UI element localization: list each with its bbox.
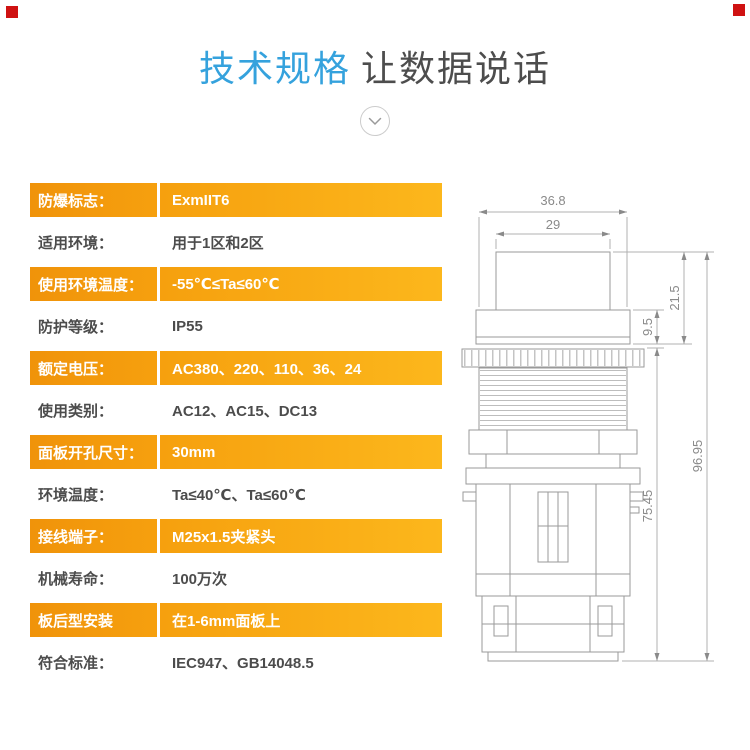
table-row: 符合标准： IEC947、GB14048.5 — [30, 645, 442, 679]
page-title: 技术规格让数据说话 — [0, 40, 750, 92]
spec-label: 防护等级： — [38, 318, 114, 336]
spec-label: 环境温度： — [38, 486, 114, 504]
spec-value: 在1-6mm面板上 — [160, 603, 442, 637]
spec-value: 30mm — [160, 435, 442, 469]
spec-label: 使用类别： — [38, 402, 114, 420]
spec-value: Ta≤40℃、Ta≤60℃ — [172, 486, 306, 504]
dim-label-bezel-height: 9.5 — [640, 318, 655, 336]
spec-label: 接线端子： — [30, 519, 157, 553]
scroll-down-button[interactable] — [360, 106, 390, 136]
table-row: 环境温度： Ta≤40℃、Ta≤60℃ — [30, 477, 442, 511]
dim-label-head-height: 21.5 — [667, 285, 682, 310]
spec-label: 防爆标志： — [30, 183, 157, 217]
table-row: 适用环境： 用于1区和2区 — [30, 225, 442, 259]
dim-label-cap-width: 29 — [546, 217, 560, 232]
spec-value: AC12、AC15、DC13 — [172, 402, 318, 420]
push-button-diagram: 36.8 29 9.5 21.5 75.45 96.95 — [461, 193, 714, 662]
table-row: 接线端子： M25x1.5夹紧头 — [30, 519, 442, 553]
dim-label-top-width: 36.8 — [540, 193, 565, 208]
table-row: 机械寿命： 100万次 — [30, 561, 442, 595]
table-row: 板后型安装 在1-6mm面板上 — [30, 603, 442, 637]
chevron-down-icon — [368, 117, 382, 125]
table-row: 使用环境温度： -55℃≤Ta≤60℃ — [30, 267, 442, 301]
spec-label: 板后型安装 — [30, 603, 157, 637]
spec-label: 适用环境： — [38, 234, 114, 252]
table-row: 防爆标志： ExmIIT6 — [30, 183, 442, 217]
spec-value: 用于1区和2区 — [172, 234, 264, 252]
spec-label: 面板开孔尺寸： — [30, 435, 157, 469]
spec-label: 符合标准： — [38, 654, 114, 672]
spec-label: 额定电压： — [30, 351, 157, 385]
table-row: 使用类别： AC12、AC15、DC13 — [30, 393, 442, 427]
page-title-highlight: 技术规格 — [198, 48, 351, 89]
dim-label-body-height: 75.45 — [640, 490, 655, 523]
spec-value: IEC947、GB14048.5 — [172, 654, 314, 672]
table-row: 额定电压： AC380、220、110、36、24 — [30, 351, 442, 385]
spec-value: -55℃≤Ta≤60℃ — [160, 267, 442, 301]
spec-label: 使用环境温度： — [30, 267, 157, 301]
table-row: 面板开孔尺寸： 30mm — [30, 435, 442, 469]
corner-marker-icon — [6, 6, 18, 18]
spec-value: M25x1.5夹紧头 — [160, 519, 442, 553]
spec-table: 防爆标志： ExmIIT6 适用环境： 用于1区和2区 使用环境温度： -55℃… — [30, 183, 442, 687]
spec-value: ExmIIT6 — [160, 183, 442, 217]
corner-marker-icon — [733, 4, 745, 16]
spec-label: 机械寿命： — [38, 570, 114, 588]
table-row: 防护等级： IP55 — [30, 309, 442, 343]
spec-value: IP55 — [172, 317, 203, 335]
spec-value: 100万次 — [172, 570, 228, 588]
dimension-drawing: 36.8 29 9.5 21.5 75.45 96.95 — [452, 186, 750, 716]
page-title-rest: 让数据说话 — [361, 48, 552, 89]
dim-label-total-height: 96.95 — [690, 440, 705, 473]
spec-value: AC380、220、110、36、24 — [160, 351, 442, 385]
